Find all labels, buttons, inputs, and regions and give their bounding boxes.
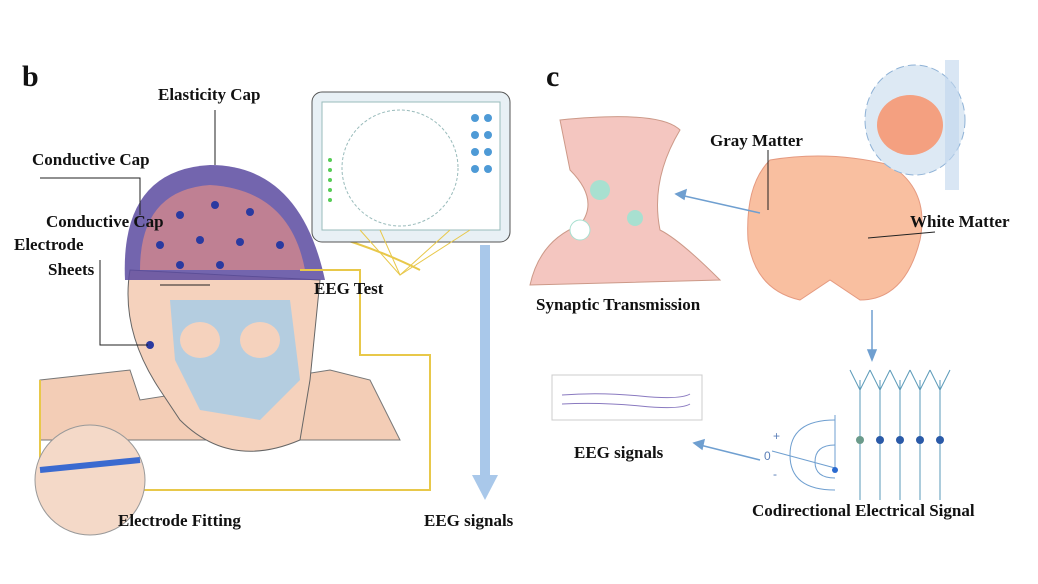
codirectional-label: Codirectional Electrical Signal xyxy=(752,501,975,520)
dipole-gauge xyxy=(771,415,836,491)
sheets-label: Sheets xyxy=(48,260,95,279)
brain-under-cap xyxy=(140,185,305,270)
eye-socket xyxy=(240,322,280,358)
eeg-signals-label-b: EEG signals xyxy=(424,511,514,530)
electrode-fitting-label: Electrode Fitting xyxy=(118,511,241,530)
eeg-test-label: EEG Test xyxy=(314,279,384,298)
gray-matter-label: Gray Matter xyxy=(710,131,803,150)
eeg-signal-arrow xyxy=(480,245,490,475)
synapse xyxy=(529,116,722,286)
synaptic-transmission-label: Synaptic Transmission xyxy=(536,295,701,314)
plus-sign: + xyxy=(773,429,781,443)
panel-b-letter: b xyxy=(22,60,39,93)
eeg-signal-card xyxy=(551,374,703,421)
conductive-cap-label-2: Conductive Cap xyxy=(46,212,164,231)
panel-c-letter: c xyxy=(546,60,560,93)
electrodes xyxy=(146,201,284,349)
white-matter-label: White Matter xyxy=(910,212,1010,231)
neurons xyxy=(849,369,951,500)
conductive-cap-label: Conductive Cap xyxy=(32,150,150,169)
eeg-signals-label-c: EEG signals xyxy=(574,443,664,462)
minus-sign: - xyxy=(773,467,777,481)
elasticity-cap-label: Elasticity Cap xyxy=(158,85,261,104)
brain-coronal xyxy=(747,155,923,301)
zero-sign: 0 xyxy=(764,449,771,463)
electrode-fitting-inset xyxy=(34,424,146,536)
eye-socket xyxy=(180,322,220,358)
electrode-label: Electrode xyxy=(14,235,84,254)
